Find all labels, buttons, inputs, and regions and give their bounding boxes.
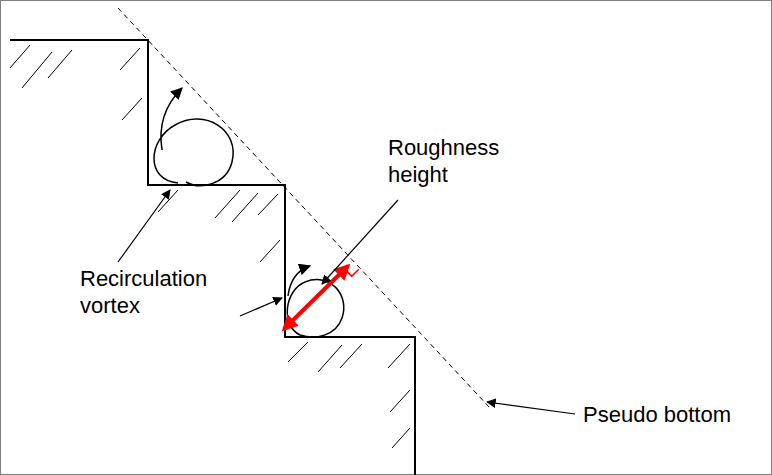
pseudo-bottom-line	[118, 8, 490, 408]
leader-lines	[118, 190, 575, 414]
figure-label: Roughness height	[388, 134, 518, 188]
step-profile	[10, 40, 415, 475]
right-angle-mark	[345, 269, 359, 276]
recirculation-vortex	[154, 88, 233, 186]
figure-label: Pseudo bottom	[583, 401, 763, 428]
figure-label: Recirculation vortex	[80, 265, 240, 319]
roughness-height-arrow	[284, 266, 348, 329]
hatching	[10, 45, 410, 448]
